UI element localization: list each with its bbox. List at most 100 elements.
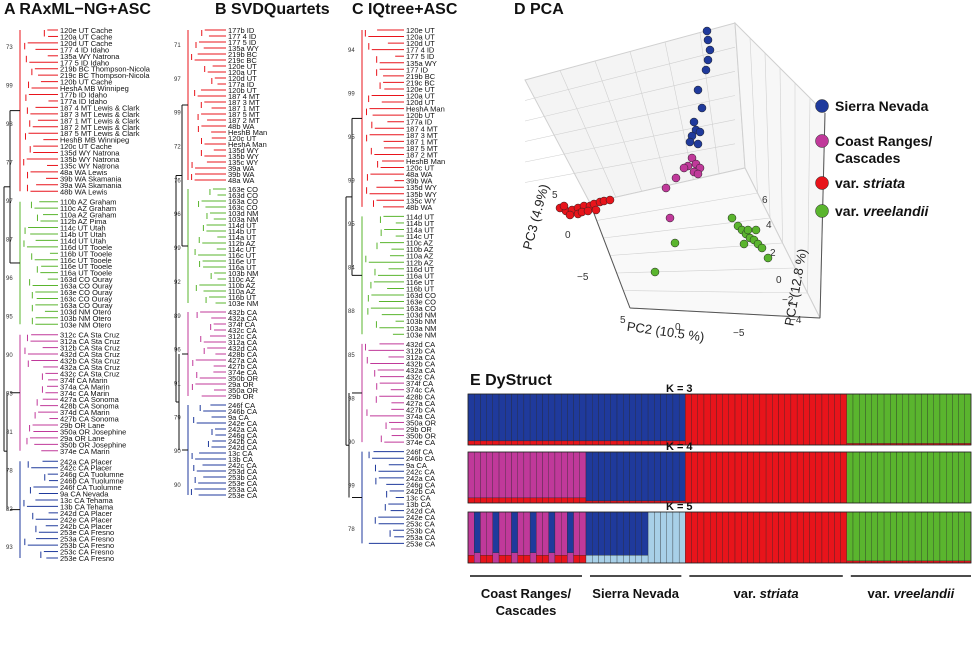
tip-label: 427a CA — [406, 399, 435, 408]
pca-grid — [629, 51, 668, 186]
dystruct-bar — [871, 511, 879, 562]
dystruct-bar — [492, 440, 500, 446]
dystruct-bar — [778, 511, 785, 564]
dystruct-bar — [921, 451, 928, 504]
tip-label: 432a CA — [406, 366, 435, 375]
tip-label: 246f CA Tuolumne — [60, 483, 122, 492]
dystruct-bar — [908, 511, 916, 562]
support-value: 78 — [6, 468, 13, 474]
dystruct-bar — [598, 511, 605, 556]
tip-label: 110a AZ — [406, 252, 434, 261]
dystruct-bar — [703, 511, 711, 564]
tip-label: 120d UT — [406, 98, 435, 107]
tip-label: 187 1 MT Lewis & Clark — [60, 116, 140, 125]
dystruct-bar — [641, 393, 649, 442]
pca-grid — [779, 67, 783, 244]
support-value: 81 — [6, 430, 13, 436]
dystruct-bar — [958, 511, 965, 562]
tip-label: 242a CA — [406, 474, 435, 483]
dystruct-bar — [722, 393, 729, 446]
dystruct-bar — [604, 393, 611, 442]
dystruct-bar — [716, 393, 723, 446]
group-label: Cascades — [496, 603, 557, 618]
dystruct-bar — [480, 555, 487, 564]
dystruct-bar — [678, 393, 686, 442]
dystruct-bar — [865, 451, 872, 504]
dystruct-bar — [890, 511, 897, 562]
dystruct-bar — [567, 451, 574, 499]
tip-label: 246b CA — [406, 454, 435, 463]
dystruct-bar — [579, 497, 587, 504]
tip-label: 163d CO Ouray — [60, 275, 113, 284]
dystruct-bar — [641, 440, 649, 446]
dystruct-bar — [778, 451, 785, 504]
support-value: 78 — [348, 527, 355, 533]
dystruct-bar — [542, 555, 549, 564]
dystruct-bar — [505, 555, 512, 564]
dystruct-bar — [604, 440, 611, 446]
tip-label: 135b WY — [406, 190, 437, 199]
dystruct-bar — [492, 511, 500, 553]
tip-label: 242e CA — [228, 419, 257, 428]
dystruct-bar — [585, 393, 593, 442]
support-value: 98 — [348, 396, 355, 402]
tip-label: 120b UT Cache — [60, 78, 112, 87]
dystruct-bar — [685, 511, 692, 564]
dystruct-bar — [958, 451, 965, 504]
tip-label: 135a WY — [228, 44, 259, 53]
k-label: K = 4 — [666, 441, 693, 453]
dystruct-bar — [685, 393, 692, 446]
pca-point-blue — [689, 117, 699, 127]
dystruct-bar — [486, 451, 493, 499]
dystruct-bar — [722, 511, 729, 564]
tip-label: 116b UT — [228, 293, 257, 302]
tip-label: 163d CO — [228, 191, 258, 200]
dystruct-bar — [660, 451, 667, 502]
tip-label: 374c CA — [406, 386, 435, 395]
tip-label: 187 1 MT — [228, 104, 260, 113]
tip-label: 219c BC Thompson-Nicola — [60, 71, 150, 80]
support-value: 84 — [348, 266, 355, 272]
pca-point-blue — [695, 127, 705, 137]
dystruct-bar — [635, 440, 643, 446]
tip-label: 242c CA Placer — [60, 464, 112, 473]
group-label: Sierra Nevada — [592, 586, 679, 601]
dystruct-bar — [840, 451, 847, 504]
tip-label: 427a CA — [228, 356, 257, 365]
tip-label: 242d CA Placer — [60, 509, 113, 518]
dystruct-bar — [548, 511, 556, 553]
tip-label: 110a AZ Graham — [60, 211, 117, 220]
tip-label: 242c CA — [406, 467, 435, 476]
dystruct-bar — [567, 511, 574, 553]
tip-label: 116a UT — [406, 271, 435, 280]
pca-point-red — [605, 195, 615, 205]
dystruct-bar — [635, 555, 643, 564]
tip-label: 246f CA — [406, 448, 433, 457]
dystruct-bar — [871, 393, 879, 444]
support-value: 77 — [6, 161, 13, 167]
dystruct-bar — [635, 511, 643, 556]
dystruct-bar — [697, 393, 705, 446]
pca-tick: 4 — [766, 220, 772, 231]
support-value: 85 — [348, 353, 355, 359]
dystruct-bar — [486, 440, 493, 446]
dystruct-bar — [852, 511, 860, 562]
legend-label: Coast Ranges/ — [835, 133, 932, 149]
dystruct-bar — [859, 451, 866, 504]
dystruct-bar — [809, 511, 816, 564]
dystruct-bar — [753, 393, 761, 446]
dystruct-bar — [815, 393, 823, 446]
tip-label: 187 4 MT Lewis & Clark — [60, 103, 140, 112]
tip-label: 114b UT Utah — [60, 230, 106, 239]
dystruct-bar — [517, 451, 525, 499]
dystruct-bar — [921, 393, 928, 444]
tip-label: HeshA Man — [228, 140, 267, 149]
pca-point-red — [591, 205, 601, 215]
tip-label: 103b NM Otero — [60, 314, 111, 323]
tip-label: 187 2 MT — [406, 150, 438, 159]
tip-label: 177a ID Idaho — [60, 97, 107, 106]
dystruct-bar — [821, 451, 829, 504]
dystruct-bar — [796, 451, 804, 504]
pca-point-blue — [693, 139, 703, 149]
